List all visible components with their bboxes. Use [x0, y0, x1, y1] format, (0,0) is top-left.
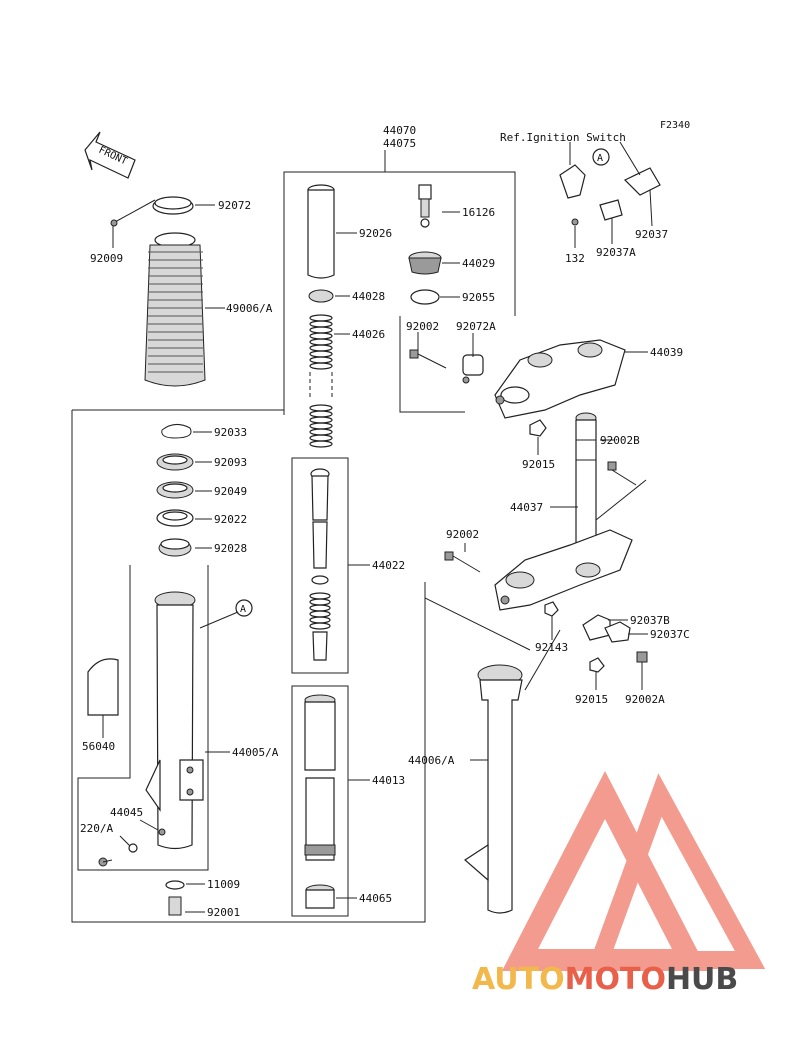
damper-rod-44022: [309, 468, 331, 661]
label-92002-upper: 92002: [406, 320, 439, 333]
label-92037B: 92037B: [630, 614, 670, 627]
part-number-labels: 44070 44075 92072 92009 49006/A 92033 92…: [80, 124, 690, 919]
inner-tube-44013: [304, 694, 336, 861]
washer-44028: [308, 289, 334, 303]
bolt-92001: [168, 896, 182, 916]
bolt-92002-upper: [409, 349, 447, 369]
bolt-220A: [98, 857, 113, 867]
ignition-bracket-92037: [559, 164, 661, 226]
label-92143: 92143: [535, 641, 568, 654]
label-44045: 44045: [110, 806, 143, 819]
label-44029: 44029: [462, 257, 495, 270]
washer-44045: [128, 828, 166, 853]
label-92002A: 92002A: [625, 693, 665, 706]
label-44022: 44022: [372, 559, 405, 572]
spring-44026: [309, 314, 333, 448]
label-92037: 92037: [635, 228, 668, 241]
label-92055: 92055: [462, 291, 495, 304]
callout-a-right: A: [592, 148, 610, 166]
watermark-logo-mark: [501, 770, 766, 971]
upper-bracket-44039: [494, 339, 626, 419]
bolt-92002A: [636, 651, 648, 663]
washer-11009: [165, 880, 185, 890]
cap-44029: [408, 251, 442, 275]
leader-lines: [102, 141, 653, 913]
label-44005A: 44005/A: [232, 746, 279, 759]
svg-text:A: A: [597, 153, 603, 164]
label-92002B: 92002B: [600, 434, 640, 447]
label-92033: 92033: [214, 426, 247, 439]
label-49006A: 49006/A: [226, 302, 273, 315]
bushing-92028: [158, 538, 192, 557]
clamp-92072: [152, 196, 194, 215]
label-220A: 220/A: [80, 822, 113, 835]
collar-92026: [307, 184, 335, 279]
nut-92015-lower: [589, 657, 605, 673]
label-92001: 92001: [207, 906, 240, 919]
svg-text:A: A: [240, 604, 246, 615]
label-44039: 44039: [650, 346, 683, 359]
fork-outer-tube-44005: [145, 591, 204, 850]
label-44075: 44075: [383, 137, 416, 150]
nut-92143: [544, 601, 559, 617]
label-44065: 44065: [359, 892, 392, 905]
valve-16126: [418, 184, 432, 228]
label-92093: 92093: [214, 456, 247, 469]
label-16126: 16126: [462, 206, 495, 219]
bolt-92002-lower: [444, 551, 481, 573]
label-92015-upper: 92015: [522, 458, 555, 471]
label-92049: 92049: [214, 485, 247, 498]
label-92028: 92028: [214, 542, 247, 555]
washer-92022: [156, 509, 194, 527]
oring-92055: [410, 289, 440, 305]
stem-44037: [575, 412, 597, 556]
label-92037A: 92037A: [596, 246, 636, 259]
label-44037: 44037: [510, 501, 543, 514]
label-92072: 92072: [218, 199, 251, 212]
screw-92009: [110, 199, 156, 227]
shield-56040: [87, 658, 119, 716]
front-arrow-icon: FRONT: [84, 131, 136, 179]
assembly-frames: [71, 171, 531, 923]
circlip-92033: [161, 424, 192, 439]
label-92072A: 92072A: [456, 320, 496, 333]
label-92002-lower: 92002: [446, 528, 479, 541]
label-44026: 44026: [352, 328, 385, 341]
fork-boot-49006: [144, 232, 206, 387]
seal-92049: [156, 481, 194, 499]
figure-code: F2340: [660, 120, 690, 131]
label-44028: 44028: [352, 290, 385, 303]
callout-a-left: A: [235, 599, 253, 617]
label-92015-lower: 92015: [575, 693, 608, 706]
label-92037C: 92037C: [650, 628, 690, 641]
label-92026: 92026: [359, 227, 392, 240]
label-44006A: 44006/A: [408, 754, 455, 767]
bushing-44065: [305, 884, 335, 909]
watermark-brand-text: AUTOMOTOHUB: [472, 962, 739, 997]
bolt-92002B: [607, 461, 637, 486]
label-56040: 56040: [82, 740, 115, 753]
fork-outer-tube-44006: [464, 664, 523, 914]
label-132: 132: [565, 252, 585, 265]
label-11009: 11009: [207, 878, 240, 891]
label-44070: 44070: [383, 124, 416, 137]
label-92009: 92009: [90, 252, 123, 265]
label-44013: 44013: [372, 774, 405, 787]
seal-92093: [156, 453, 194, 471]
ref-ignition-switch-note: Ref.Ignition Switch: [500, 131, 626, 144]
nut-92015-upper: [529, 419, 547, 437]
label-92022: 92022: [214, 513, 247, 526]
clamp-92072A: [462, 354, 484, 384]
lower-bracket: [494, 529, 633, 611]
